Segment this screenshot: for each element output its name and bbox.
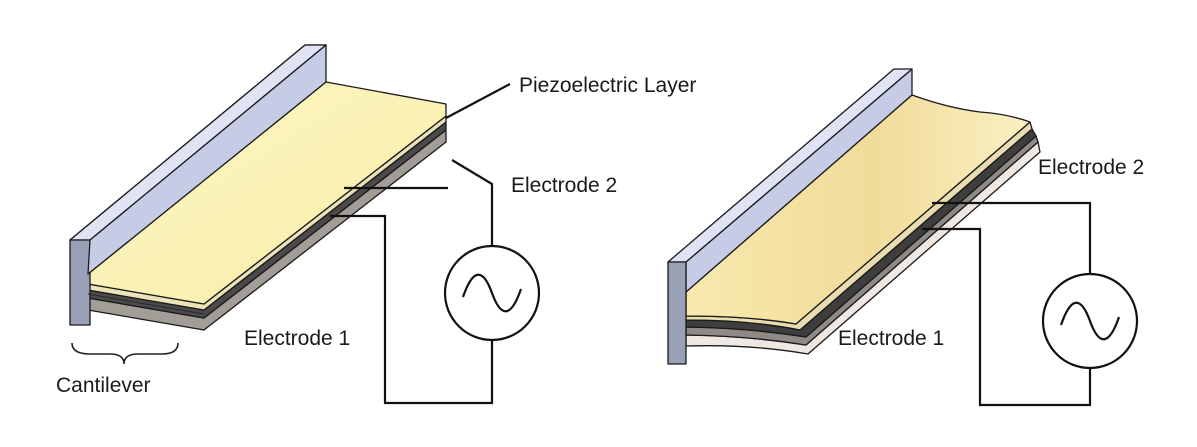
right-piezo-surface [685,94,1031,325]
right-cantilever-assembly [667,68,1041,365]
right-electrode-1-label: Electrode 1 [838,327,944,350]
left-cantilever-assembly [69,44,447,331]
left-electrode-1-wire [330,214,494,405]
left-layer-line [87,293,205,315]
cantilever-label: Cantilever [56,374,151,397]
left-electrode-1-label: Electrode 1 [244,327,350,350]
ac-source-icon [443,244,541,342]
cantilever-brace [71,342,179,365]
right-electrode-2-label: Electrode 2 [1038,156,1144,179]
right-circuit [922,201,1139,407]
right-electrode-2-wire [932,201,1092,274]
ac-source-icon [1041,272,1139,370]
right-wall-front [667,261,687,365]
left-electrode-2-label: Electrode 2 [511,174,617,197]
left-wall-front [69,239,91,326]
right-electrode-1-wire [922,227,1092,407]
piezo-leader-line [445,83,511,119]
piezoelectric-layer-label: Piezoelectric Layer [519,74,696,97]
left-circuit [330,83,541,405]
left-source-top-wire [451,159,494,246]
left-wall-face [87,44,327,275]
